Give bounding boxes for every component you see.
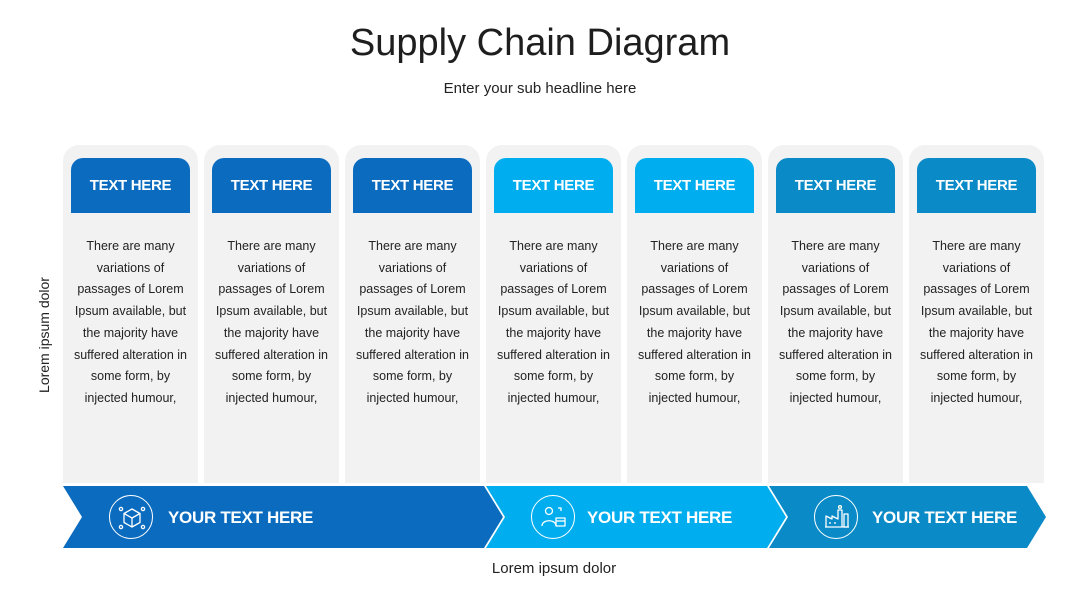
column-heading: TEXT HERE	[494, 158, 613, 213]
x-axis-label: Lorem ipsum dolor	[491, 560, 617, 577]
column-3: TEXT HERE There are many variations of p…	[345, 145, 480, 483]
factory-icon	[814, 495, 858, 539]
column-body: There are many variations of passages of…	[355, 239, 470, 405]
column-6: TEXT HERE There are many variations of p…	[768, 145, 903, 483]
column-heading: TEXT HERE	[917, 158, 1036, 213]
column-heading: TEXT HERE	[212, 158, 331, 213]
column-1: TEXT HERE There are many variations of p…	[63, 145, 198, 483]
column-body: There are many variations of passages of…	[778, 239, 893, 405]
page-title: Supply Chain Diagram	[349, 22, 731, 64]
column-heading: TEXT HERE	[71, 158, 190, 213]
column-body: There are many variations of passages of…	[919, 239, 1034, 405]
column-body: There are many variations of passages of…	[637, 239, 752, 405]
column-4: TEXT HERE There are many variations of p…	[486, 145, 621, 483]
column-body: There are many variations of passages of…	[73, 239, 188, 405]
stage-label: YOUR TEXT HERE	[872, 508, 1018, 527]
column-heading: TEXT HERE	[635, 158, 754, 213]
box-network-icon	[109, 495, 153, 539]
column-body: There are many variations of passages of…	[214, 239, 329, 405]
stage-label: YOUR TEXT HERE	[168, 508, 314, 527]
stage-arrow-1	[63, 486, 503, 548]
column-2: TEXT HERE There are many variations of p…	[204, 145, 339, 483]
page-subtitle: Enter your sub headline here	[443, 80, 637, 97]
column-5: TEXT HERE There are many variations of p…	[627, 145, 762, 483]
column-7: TEXT HERE There are many variations of p…	[909, 145, 1044, 483]
columns-row: TEXT HERE There are many variations of p…	[63, 145, 1044, 483]
column-heading: TEXT HERE	[353, 158, 472, 213]
column-body: There are many variations of passages of…	[496, 239, 611, 405]
stage-label: YOUR TEXT HERE	[587, 508, 733, 527]
worker-package-icon	[531, 495, 575, 539]
column-heading: TEXT HERE	[776, 158, 895, 213]
